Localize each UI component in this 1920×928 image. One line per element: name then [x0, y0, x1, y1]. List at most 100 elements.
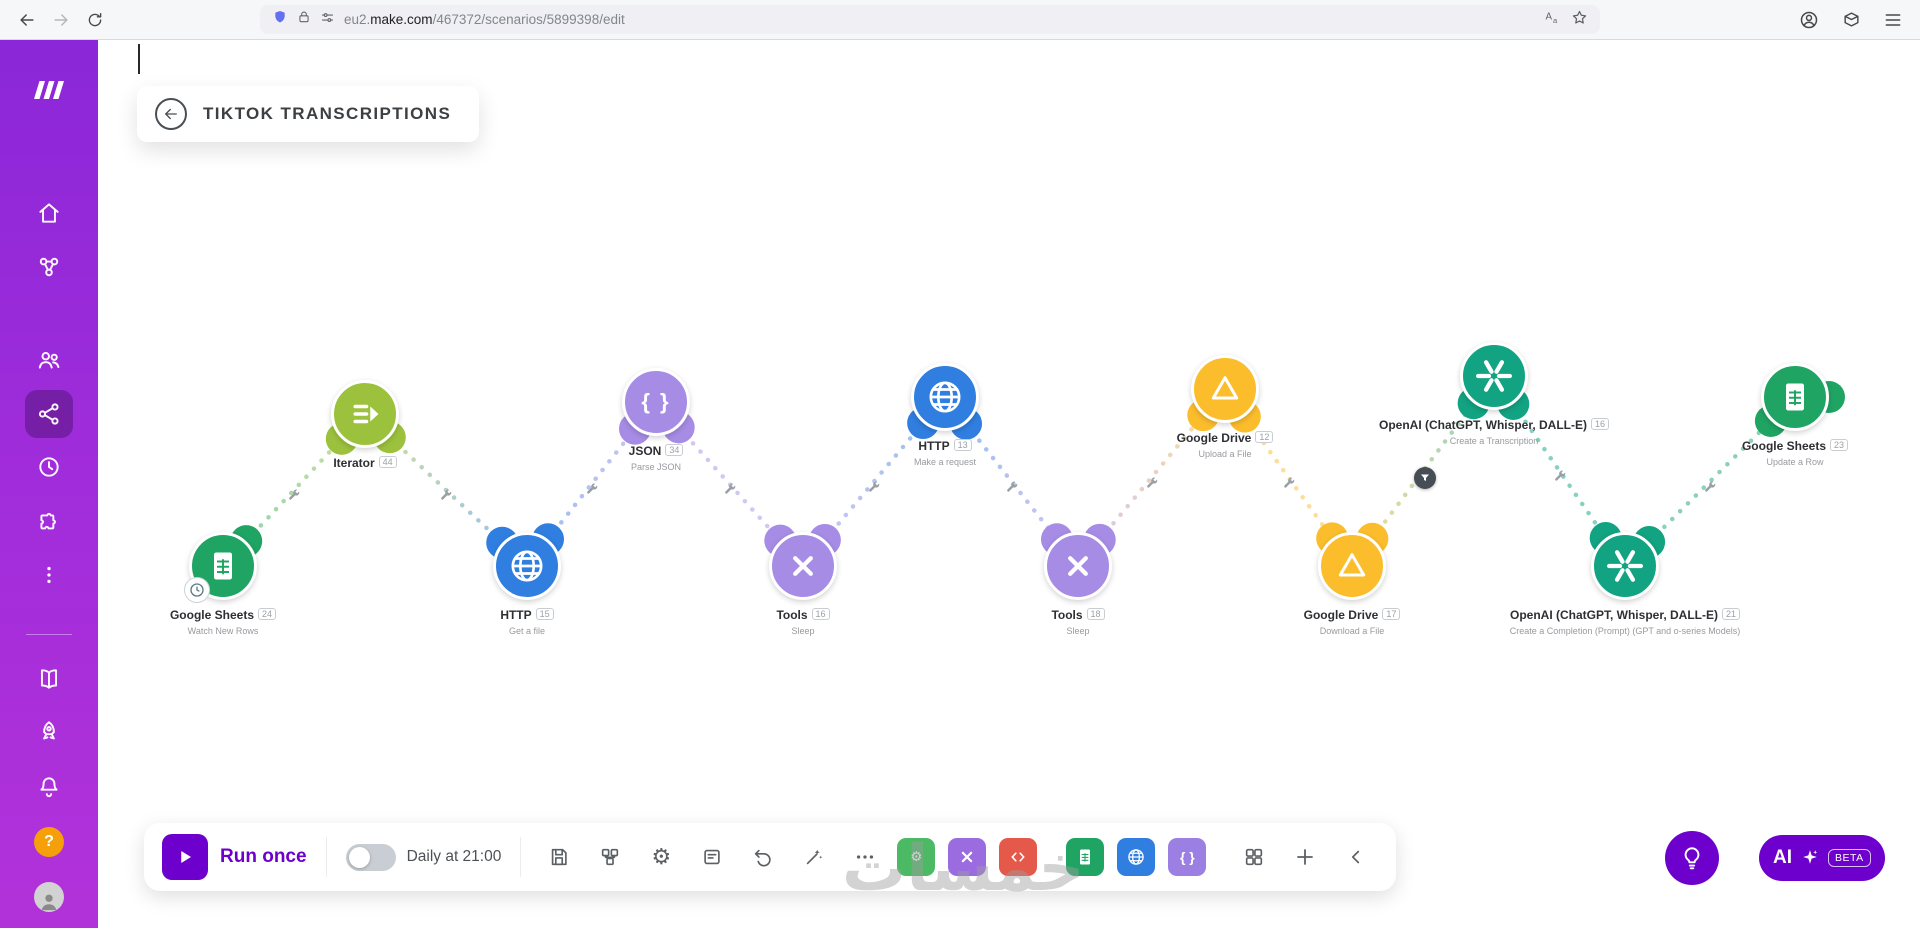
module-circle[interactable] [1761, 363, 1829, 431]
sidebar-item-history[interactable] [25, 443, 73, 491]
module-id-badge: 16 [1591, 418, 1610, 430]
svg-text:a: a [1553, 16, 1558, 25]
module-circle[interactable]: { } [622, 368, 690, 436]
module-id-badge: 18 [1086, 608, 1105, 620]
http-app-button[interactable] [1117, 838, 1156, 876]
sidebar-item-more[interactable] [25, 551, 73, 599]
module-action: Create a Transcription [1449, 436, 1539, 446]
sidebar: ? [0, 40, 98, 928]
module-name: JSON [628, 444, 662, 458]
module-circle[interactable] [769, 532, 837, 600]
module-name: Google Drive [1176, 431, 1252, 445]
sidebar-item-help[interactable]: ? [25, 818, 73, 866]
scenario-toolbar: Run once Daily at 21:00 ⚙ ⚙ { } [144, 823, 1396, 891]
flow-control-app-button[interactable]: ⚙ [897, 838, 936, 876]
browser-refresh-button[interactable] [78, 3, 112, 37]
link-wrench-icon[interactable] [865, 478, 883, 496]
sidebar-item-notifications[interactable] [25, 763, 73, 811]
url-bar[interactable]: eu2.make.com/467372/scenarios/5899398/ed… [260, 5, 1600, 34]
module-action: Make a request [913, 457, 977, 467]
beta-badge: BETA [1828, 849, 1871, 867]
module-name: Tools [776, 608, 808, 622]
sidebar-item-share-active[interactable] [25, 390, 73, 438]
module-circle[interactable] [493, 532, 561, 600]
link-wrench-icon[interactable] [721, 480, 739, 498]
module-id-badge: 21 [1722, 608, 1741, 620]
run-once-button[interactable]: Run once [162, 834, 307, 880]
module-id-badge: 17 [1382, 608, 1401, 620]
module-circle[interactable] [1591, 532, 1659, 600]
link-wrench-icon[interactable] [1143, 474, 1161, 492]
svg-text:A: A [1546, 11, 1553, 22]
filter-badge[interactable] [1414, 467, 1436, 489]
module-name: Tools [1051, 608, 1083, 622]
permissions-icon[interactable] [320, 10, 335, 30]
ideas-button[interactable] [1665, 831, 1719, 885]
sitemap-button[interactable] [591, 838, 629, 876]
sidebar-item-home[interactable] [25, 189, 73, 237]
link-wrench-icon[interactable] [1003, 478, 1021, 496]
link-wrench-icon[interactable] [285, 486, 303, 504]
notes-button[interactable] [693, 838, 731, 876]
bookmark-star-icon[interactable] [1571, 9, 1588, 31]
module-name: HTTP [918, 439, 950, 453]
more-options-button[interactable] [846, 838, 884, 876]
lock-icon[interactable] [297, 10, 311, 29]
account-icon[interactable] [1792, 3, 1826, 37]
module-action: Download a File [1319, 626, 1385, 636]
settings-gear-button[interactable]: ⚙ [642, 838, 680, 876]
code-app-button[interactable] [999, 838, 1038, 876]
link-wrench-icon[interactable] [1280, 474, 1298, 492]
module-circle[interactable] [911, 363, 979, 431]
magic-wand-button[interactable] [795, 838, 833, 876]
link-wrench-icon[interactable] [437, 486, 455, 504]
sidebar-item-team[interactable] [25, 336, 73, 384]
module-circle[interactable] [1460, 342, 1528, 410]
grid-apps-button[interactable] [1235, 838, 1273, 876]
module-action: Update a Row [1766, 457, 1824, 467]
scenario-title: TIKTOK TRANSCRIPTIONS [203, 104, 452, 123]
module-action: Upload a File [1198, 449, 1252, 459]
module-circle[interactable] [1191, 355, 1259, 423]
add-module-button[interactable] [1286, 838, 1324, 876]
divider [520, 837, 522, 877]
link-wrench-icon[interactable] [583, 480, 601, 498]
undo-button[interactable] [744, 838, 782, 876]
save-button[interactable] [540, 838, 578, 876]
sidebar-item-docs[interactable] [25, 655, 73, 703]
module-action: Create a Completion (Prompt) (GPT and o-… [1509, 626, 1741, 636]
make-logo[interactable] [27, 66, 71, 114]
google-sheets-app-button[interactable] [1066, 838, 1105, 876]
module-circle[interactable] [1318, 532, 1386, 600]
extensions-icon[interactable] [1834, 3, 1868, 37]
sidebar-item-profile[interactable] [25, 873, 73, 921]
module-circle[interactable] [331, 380, 399, 448]
ai-assistant-button[interactable]: AI BETA [1759, 835, 1885, 881]
sidebar-item-whats-new[interactable] [25, 708, 73, 756]
back-button[interactable] [155, 98, 187, 130]
play-icon [162, 834, 208, 880]
browser-forward-button[interactable] [44, 3, 78, 37]
sidebar-item-scenarios[interactable] [25, 243, 73, 291]
menu-icon[interactable] [1876, 3, 1910, 37]
browser-back-button[interactable] [10, 3, 44, 37]
module-circle[interactable] [1044, 532, 1112, 600]
collapse-toolbar-button[interactable] [1337, 838, 1375, 876]
sidebar-item-apps[interactable] [25, 499, 73, 547]
scheduling-control: Daily at 21:00 [345, 843, 501, 871]
toggle-knob [348, 846, 370, 868]
tools-app-button[interactable] [948, 838, 987, 876]
link-wrench-icon[interactable] [1701, 478, 1719, 496]
schedule-toggle[interactable] [345, 843, 396, 871]
json-app-button[interactable]: { } [1168, 838, 1207, 876]
schedule-clock-badge[interactable] [184, 577, 210, 603]
shield-icon[interactable] [272, 9, 288, 30]
link-wrench-icon[interactable] [1551, 467, 1569, 485]
